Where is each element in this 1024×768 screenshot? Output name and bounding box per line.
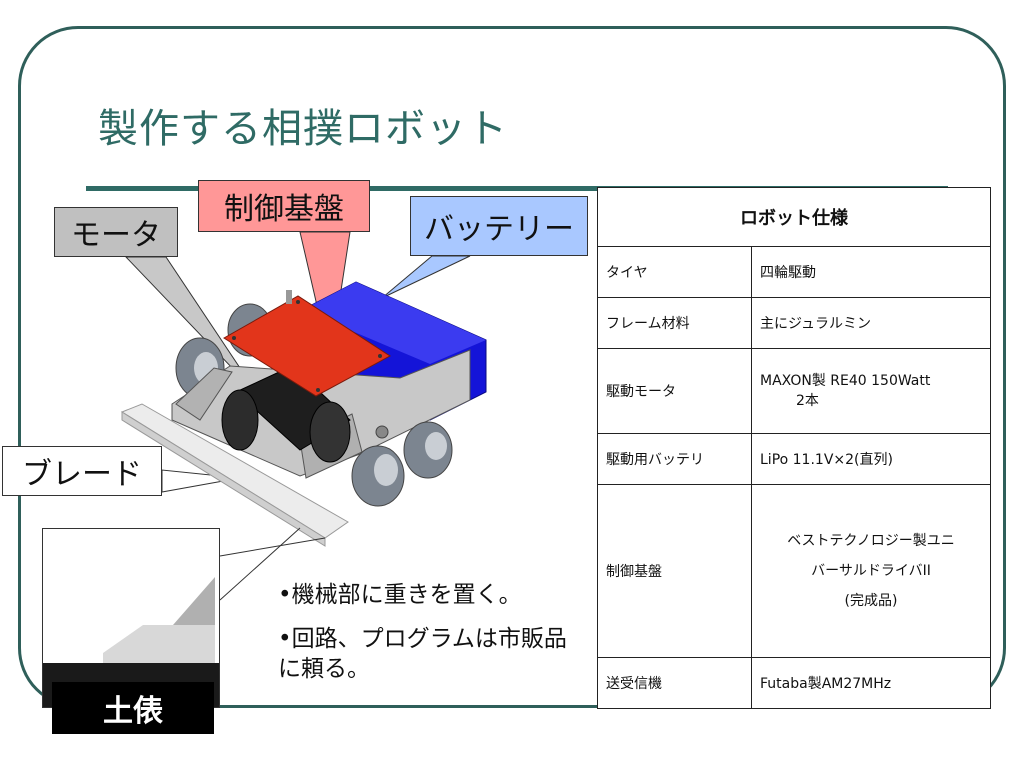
spec-key: 送受信機 (597, 657, 752, 709)
spec-value-line: ベストテクノロジー製ユニ (787, 533, 955, 550)
bullet-item: •回路、プログラムは市販品に頼る。 (278, 626, 567, 682)
spec-value-line: (完成品) (844, 593, 898, 610)
spec-value: 主にジュラルミン (751, 296, 991, 349)
spec-value: LiPo 11.1V×2(直列) (751, 433, 991, 485)
table-row: タイヤ 四輪駆動 (597, 246, 991, 298)
blade-callout: ブレード (2, 446, 162, 496)
spec-key: 駆動モータ (597, 347, 752, 435)
robot-spec-table: ロボット仕様 タイヤ 四輪駆動 フレーム材料 主にジュラルミン 駆動モータ MA… (597, 187, 991, 709)
spec-value-line: 2本 (796, 392, 819, 409)
table-row: 駆動モータ MAXON製 RE40 150Watt 2本 (597, 347, 991, 435)
spec-key: 制御基盤 (597, 483, 752, 659)
table-row: 駆動用バッテリ LiPo 11.1V×2(直列) (597, 433, 991, 485)
motor-callout: モータ (54, 207, 178, 257)
table-row: フレーム材料 主にジュラルミン (597, 296, 991, 349)
spec-value: Futaba製AM27MHz (751, 657, 991, 709)
spec-key: フレーム材料 (597, 296, 752, 349)
battery-callout: バッテリー (410, 196, 588, 256)
spec-key: 駆動用バッテリ (597, 433, 752, 485)
spec-value-line: MAXON製 RE40 150Watt (760, 372, 931, 389)
spec-key: タイヤ (597, 246, 752, 298)
spec-value: ベストテクノロジー製ユニ バーサルドライバII (完成品) (751, 483, 991, 659)
table-row: 送受信機 Futaba製AM27MHz (597, 657, 991, 709)
dohyo-label: 土俵 (52, 682, 214, 734)
spec-value-line: バーサルドライバII (811, 563, 931, 580)
table-row: 制御基盤 ベストテクノロジー製ユニ バーサルドライバII (完成品) (597, 483, 991, 659)
slide-title: 製作する相撲ロボット (98, 106, 508, 152)
title-underline (86, 186, 948, 191)
motor-callout-pointer (124, 256, 259, 396)
table-header: ロボット仕様 (597, 187, 991, 247)
spec-value: MAXON製 RE40 150Watt 2本 (751, 347, 991, 435)
bullet-item: •機械部に重きを置く。 (278, 582, 522, 608)
robot-control-board (223, 295, 391, 397)
slide-frame (18, 26, 1006, 708)
blade-callout-pointer (161, 469, 241, 493)
spec-value: 四輪駆動 (751, 246, 991, 298)
table-header-row: ロボット仕様 (597, 187, 991, 247)
battery-callout-pointer (381, 255, 471, 299)
bullet-list: •機械部に重きを置く。 •回路、プログラムは市販品に頼る。 (278, 580, 578, 698)
control-board-callout: 制御基盤 (198, 180, 370, 232)
